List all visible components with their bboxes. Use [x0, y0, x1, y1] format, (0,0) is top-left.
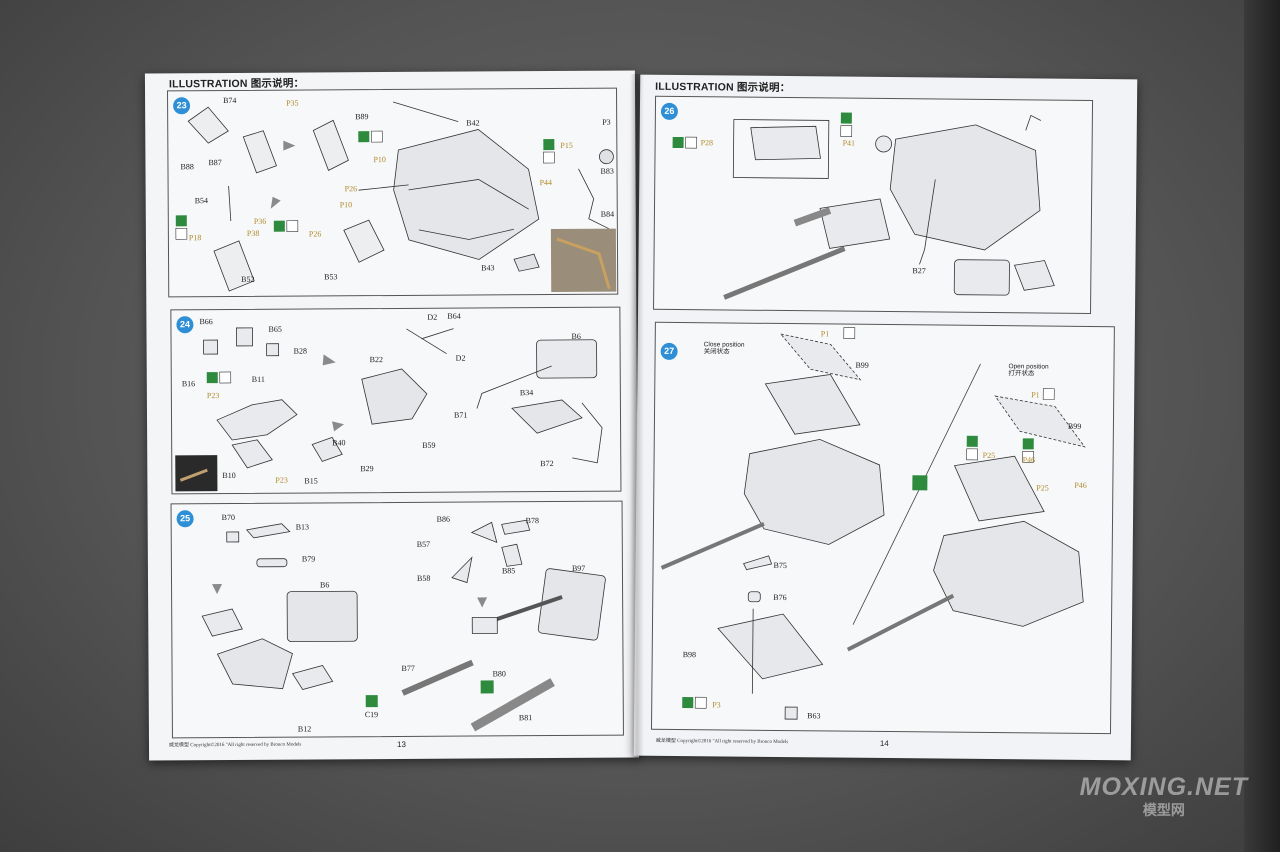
part-label: B84 — [600, 209, 615, 219]
part-label: B54 — [194, 196, 209, 206]
part-label: B83 — [600, 166, 614, 176]
part-label: B80 — [492, 669, 506, 679]
watermark-text: MOXING.NET — [1079, 773, 1248, 801]
part-label: B53 — [324, 272, 338, 282]
part-label: P35 — [286, 98, 299, 108]
part-label: B42 — [466, 118, 480, 128]
part-label: B85 — [501, 566, 516, 576]
part-label: D2 — [427, 312, 438, 322]
part-label: P25 — [1036, 483, 1049, 493]
part-label: P46 — [1022, 455, 1036, 465]
part-label: B63 — [807, 711, 821, 721]
part-label: B98 — [682, 650, 697, 660]
part-label: B89 — [355, 112, 369, 122]
part-label: B22 — [369, 355, 384, 365]
part-label: B65 — [268, 324, 282, 334]
part-label: B74 — [223, 95, 237, 106]
page-number: 14 — [879, 738, 889, 749]
part-label: P18 — [188, 233, 202, 243]
part-label: B79 — [301, 554, 316, 564]
part-label: B34 — [519, 388, 534, 398]
part-label: P46 — [1074, 480, 1087, 490]
part-label: P38 — [246, 228, 260, 238]
part-label: C19 — [364, 710, 379, 720]
part-label: B81 — [518, 713, 533, 723]
part-label: B72 — [540, 459, 554, 469]
part-label: P36 — [253, 216, 267, 226]
part-label: P44 — [539, 178, 553, 188]
part-label: B12 — [297, 724, 312, 734]
part-label: B99 — [855, 360, 869, 370]
right-page: ILLUSTRATION 图示说明： 26 P28 — [633, 74, 1138, 761]
part-label: B15 — [304, 476, 318, 486]
part-label: P23 — [275, 475, 288, 485]
step-25-drawing — [201, 519, 606, 732]
step-24-drawing — [175, 327, 603, 492]
part-label: P1 — [820, 329, 830, 339]
page-header: ILLUSTRATION 图示说明： — [655, 80, 791, 95]
part-label: P25 — [982, 450, 996, 461]
part-label: B99 — [1067, 421, 1082, 431]
part-label: B10 — [222, 470, 236, 481]
part-label: P3 — [712, 700, 721, 710]
part-label: P15 — [560, 140, 573, 150]
part-label: P10 — [373, 155, 386, 165]
part-label: B88 — [180, 162, 194, 172]
part-label: B59 — [422, 440, 436, 450]
part-label: B43 — [481, 263, 495, 273]
step-24-panel: 24 — [170, 306, 622, 495]
copyright-footer: 威龙模型 Copyright©2016 "All right reserved … — [168, 742, 302, 749]
part-label: B27 — [912, 266, 926, 276]
part-label: B78 — [525, 516, 540, 526]
part-label: B66 — [199, 317, 213, 327]
part-label: B6 — [320, 580, 330, 590]
part-label: B40 — [332, 438, 346, 448]
part-label: B58 — [416, 573, 431, 583]
part-label: P1 — [1031, 390, 1040, 400]
step-23-panel: 23 — [167, 87, 619, 298]
part-label: B97 — [571, 563, 586, 573]
part-label: B13 — [295, 522, 310, 532]
step-25-panel: 25 — [170, 500, 624, 739]
part-label: P10 — [339, 200, 353, 210]
part-label: B75 — [773, 560, 787, 571]
watermark-subtext: 模型网 — [1142, 802, 1185, 818]
step-26-drawing — [672, 112, 1055, 300]
part-label: B77 — [401, 663, 415, 673]
part-label: B52 — [241, 274, 255, 284]
part-label: B28 — [293, 346, 307, 356]
part-label: P26 — [308, 229, 322, 239]
part-label: B86 — [436, 514, 451, 524]
left-page: ILLUSTRATION 图示说明： 23 — [144, 70, 640, 761]
part-label: P41 — [842, 138, 856, 148]
part-label: B76 — [773, 592, 787, 603]
site-watermark: MOXING.NET 模型网 — [1080, 773, 1248, 820]
copyright-footer: 威龙模型 Copyright©2016 "All right reserved … — [655, 738, 789, 746]
part-label: B6 — [571, 331, 581, 341]
part-label: B57 — [416, 539, 431, 549]
step-27-panel: 27 Close position 关闭状态 Open position 打开状… — [650, 321, 1115, 735]
part-label: P26 — [344, 184, 358, 194]
part-label: P23 — [206, 391, 220, 401]
part-label: B64 — [447, 311, 461, 321]
page-number: 13 — [396, 739, 406, 749]
step-23-drawing — [175, 101, 617, 293]
part-label: B11 — [251, 374, 265, 384]
step-27-drawing — [660, 327, 1086, 720]
part-label: B87 — [208, 158, 222, 168]
part-label: B16 — [181, 379, 196, 389]
part-label: D2 — [455, 353, 466, 363]
step-26-panel: 26 P28 P41 B27 — [653, 95, 1094, 314]
part-label: B70 — [221, 512, 235, 523]
booklet-spine — [630, 74, 644, 758]
background-edge — [1244, 0, 1280, 852]
part-label: P28 — [700, 138, 714, 148]
part-label: B71 — [453, 410, 468, 420]
part-label: B29 — [360, 464, 374, 474]
part-label: P3 — [602, 117, 611, 127]
